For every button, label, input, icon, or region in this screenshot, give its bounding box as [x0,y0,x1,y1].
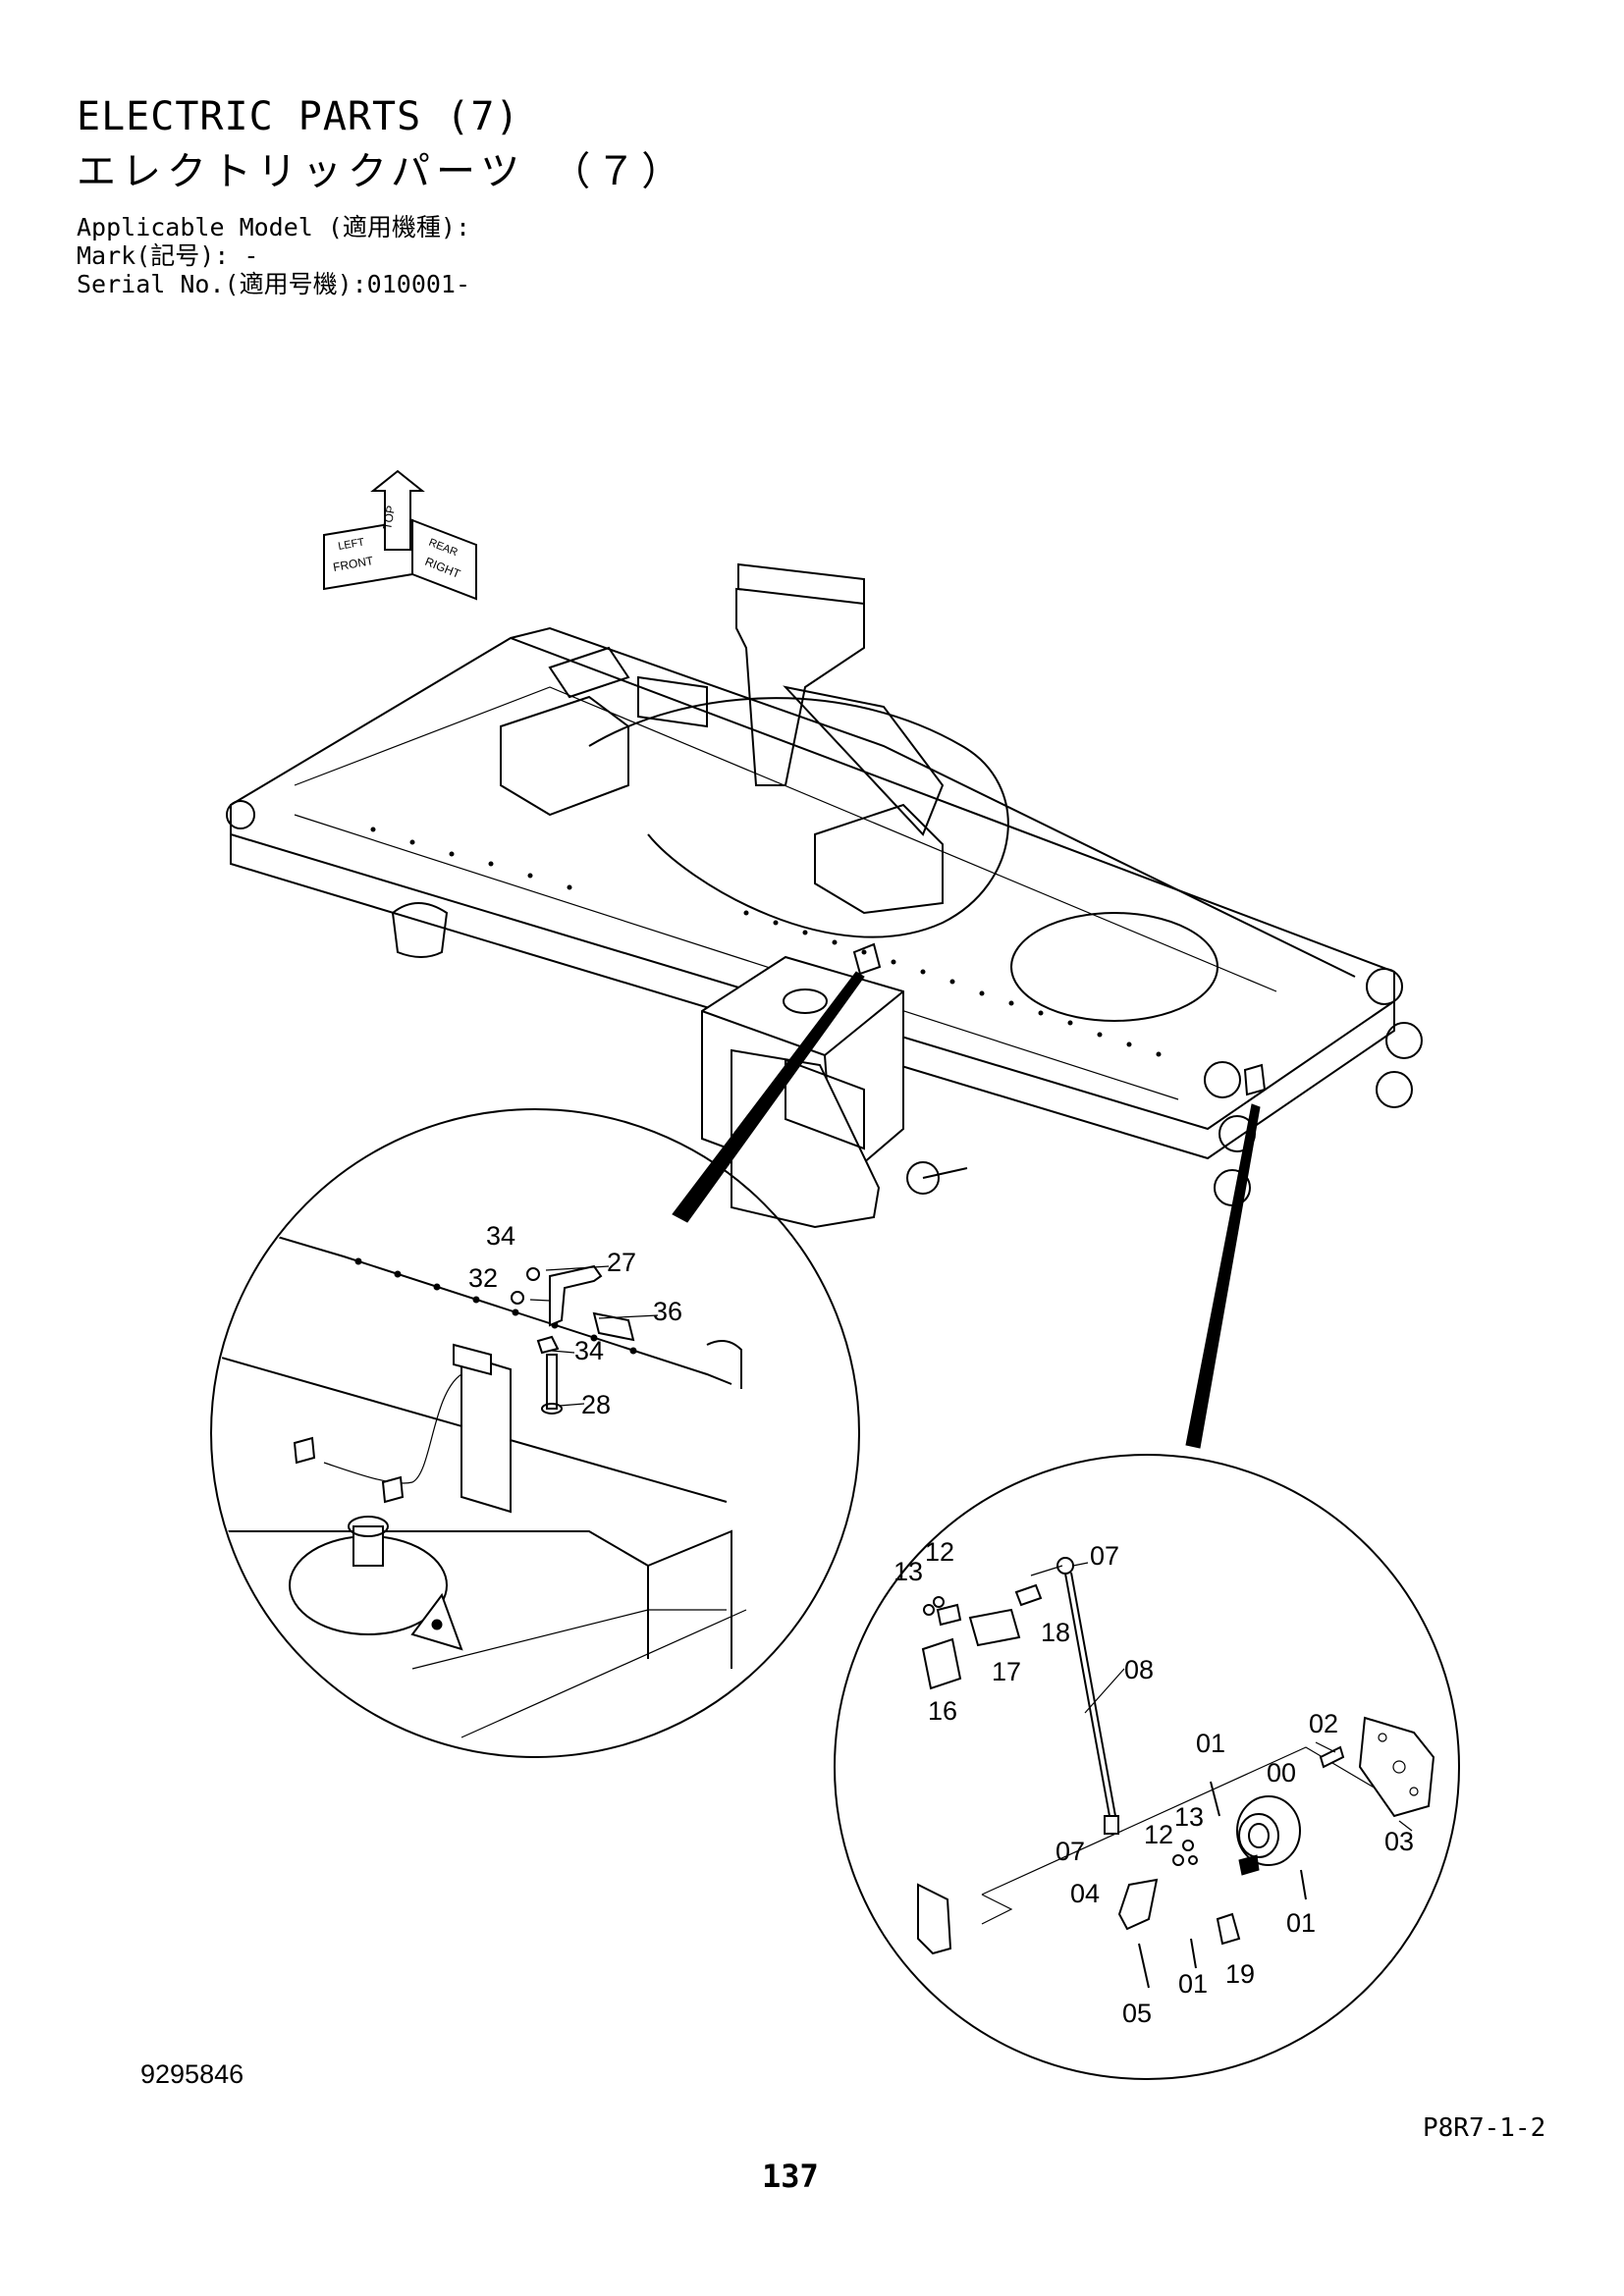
callout-05: 05 [1122,1999,1152,2028]
serial-number-label: Serial No.(適用号機):010001- [77,270,471,298]
callout-07-top: 07 [1090,1541,1119,1571]
callout-01-right: 01 [1286,1908,1316,1938]
callout-36: 36 [653,1297,682,1326]
mark-label: Mark(記号): - [77,241,259,270]
callout-02: 02 [1309,1709,1338,1738]
callout-17: 17 [992,1657,1021,1686]
page-title-japanese: エレクトリックパーツ （７） [77,149,687,194]
callout-13-top: 13 [893,1557,923,1586]
callout-28: 28 [581,1390,611,1419]
callout-04: 04 [1070,1879,1100,1908]
orientation-indicator: FRONT RIGHT TOP LEFT REAR [323,469,477,601]
chassis-frame [226,562,1423,1229]
callout-07-lower: 07 [1056,1837,1085,1866]
applicable-model-label: Applicable Model (適用機種): [77,213,471,241]
figure-code: P8R7-1-2 [1423,2113,1546,2143]
callout-27: 27 [607,1248,636,1277]
callout-34-top: 34 [486,1221,515,1251]
drawing-number: 9295846 [140,2059,244,2089]
orientation-left-label: LEFT [337,536,365,553]
leader-right [1185,1103,1261,1449]
callout-03: 03 [1384,1827,1414,1856]
callout-32: 32 [468,1263,498,1293]
callout-01-upper: 01 [1196,1729,1225,1758]
detail-right: 13 12 07 18 17 16 08 01 02 00 13 12 07 0… [834,1454,1460,2080]
leader-left [672,971,865,1223]
callout-18: 18 [1041,1618,1070,1647]
callout-08: 08 [1124,1655,1154,1684]
callout-12-lower: 12 [1144,1820,1173,1849]
callout-34-mid: 34 [574,1336,604,1365]
callout-00: 00 [1267,1758,1296,1788]
detail-left: 34 27 32 36 34 28 [210,1108,860,1758]
callout-19: 19 [1225,1959,1255,1989]
orientation-top-label: TOP [380,505,398,531]
page-number: 137 [762,2158,819,2195]
callout-12-top: 12 [925,1537,954,1567]
callout-13-lower: 13 [1174,1802,1204,1832]
callout-16: 16 [928,1696,957,1726]
callout-01-lower: 01 [1178,1969,1208,1999]
page-title: ELECTRIC PARTS (7) [77,94,520,139]
